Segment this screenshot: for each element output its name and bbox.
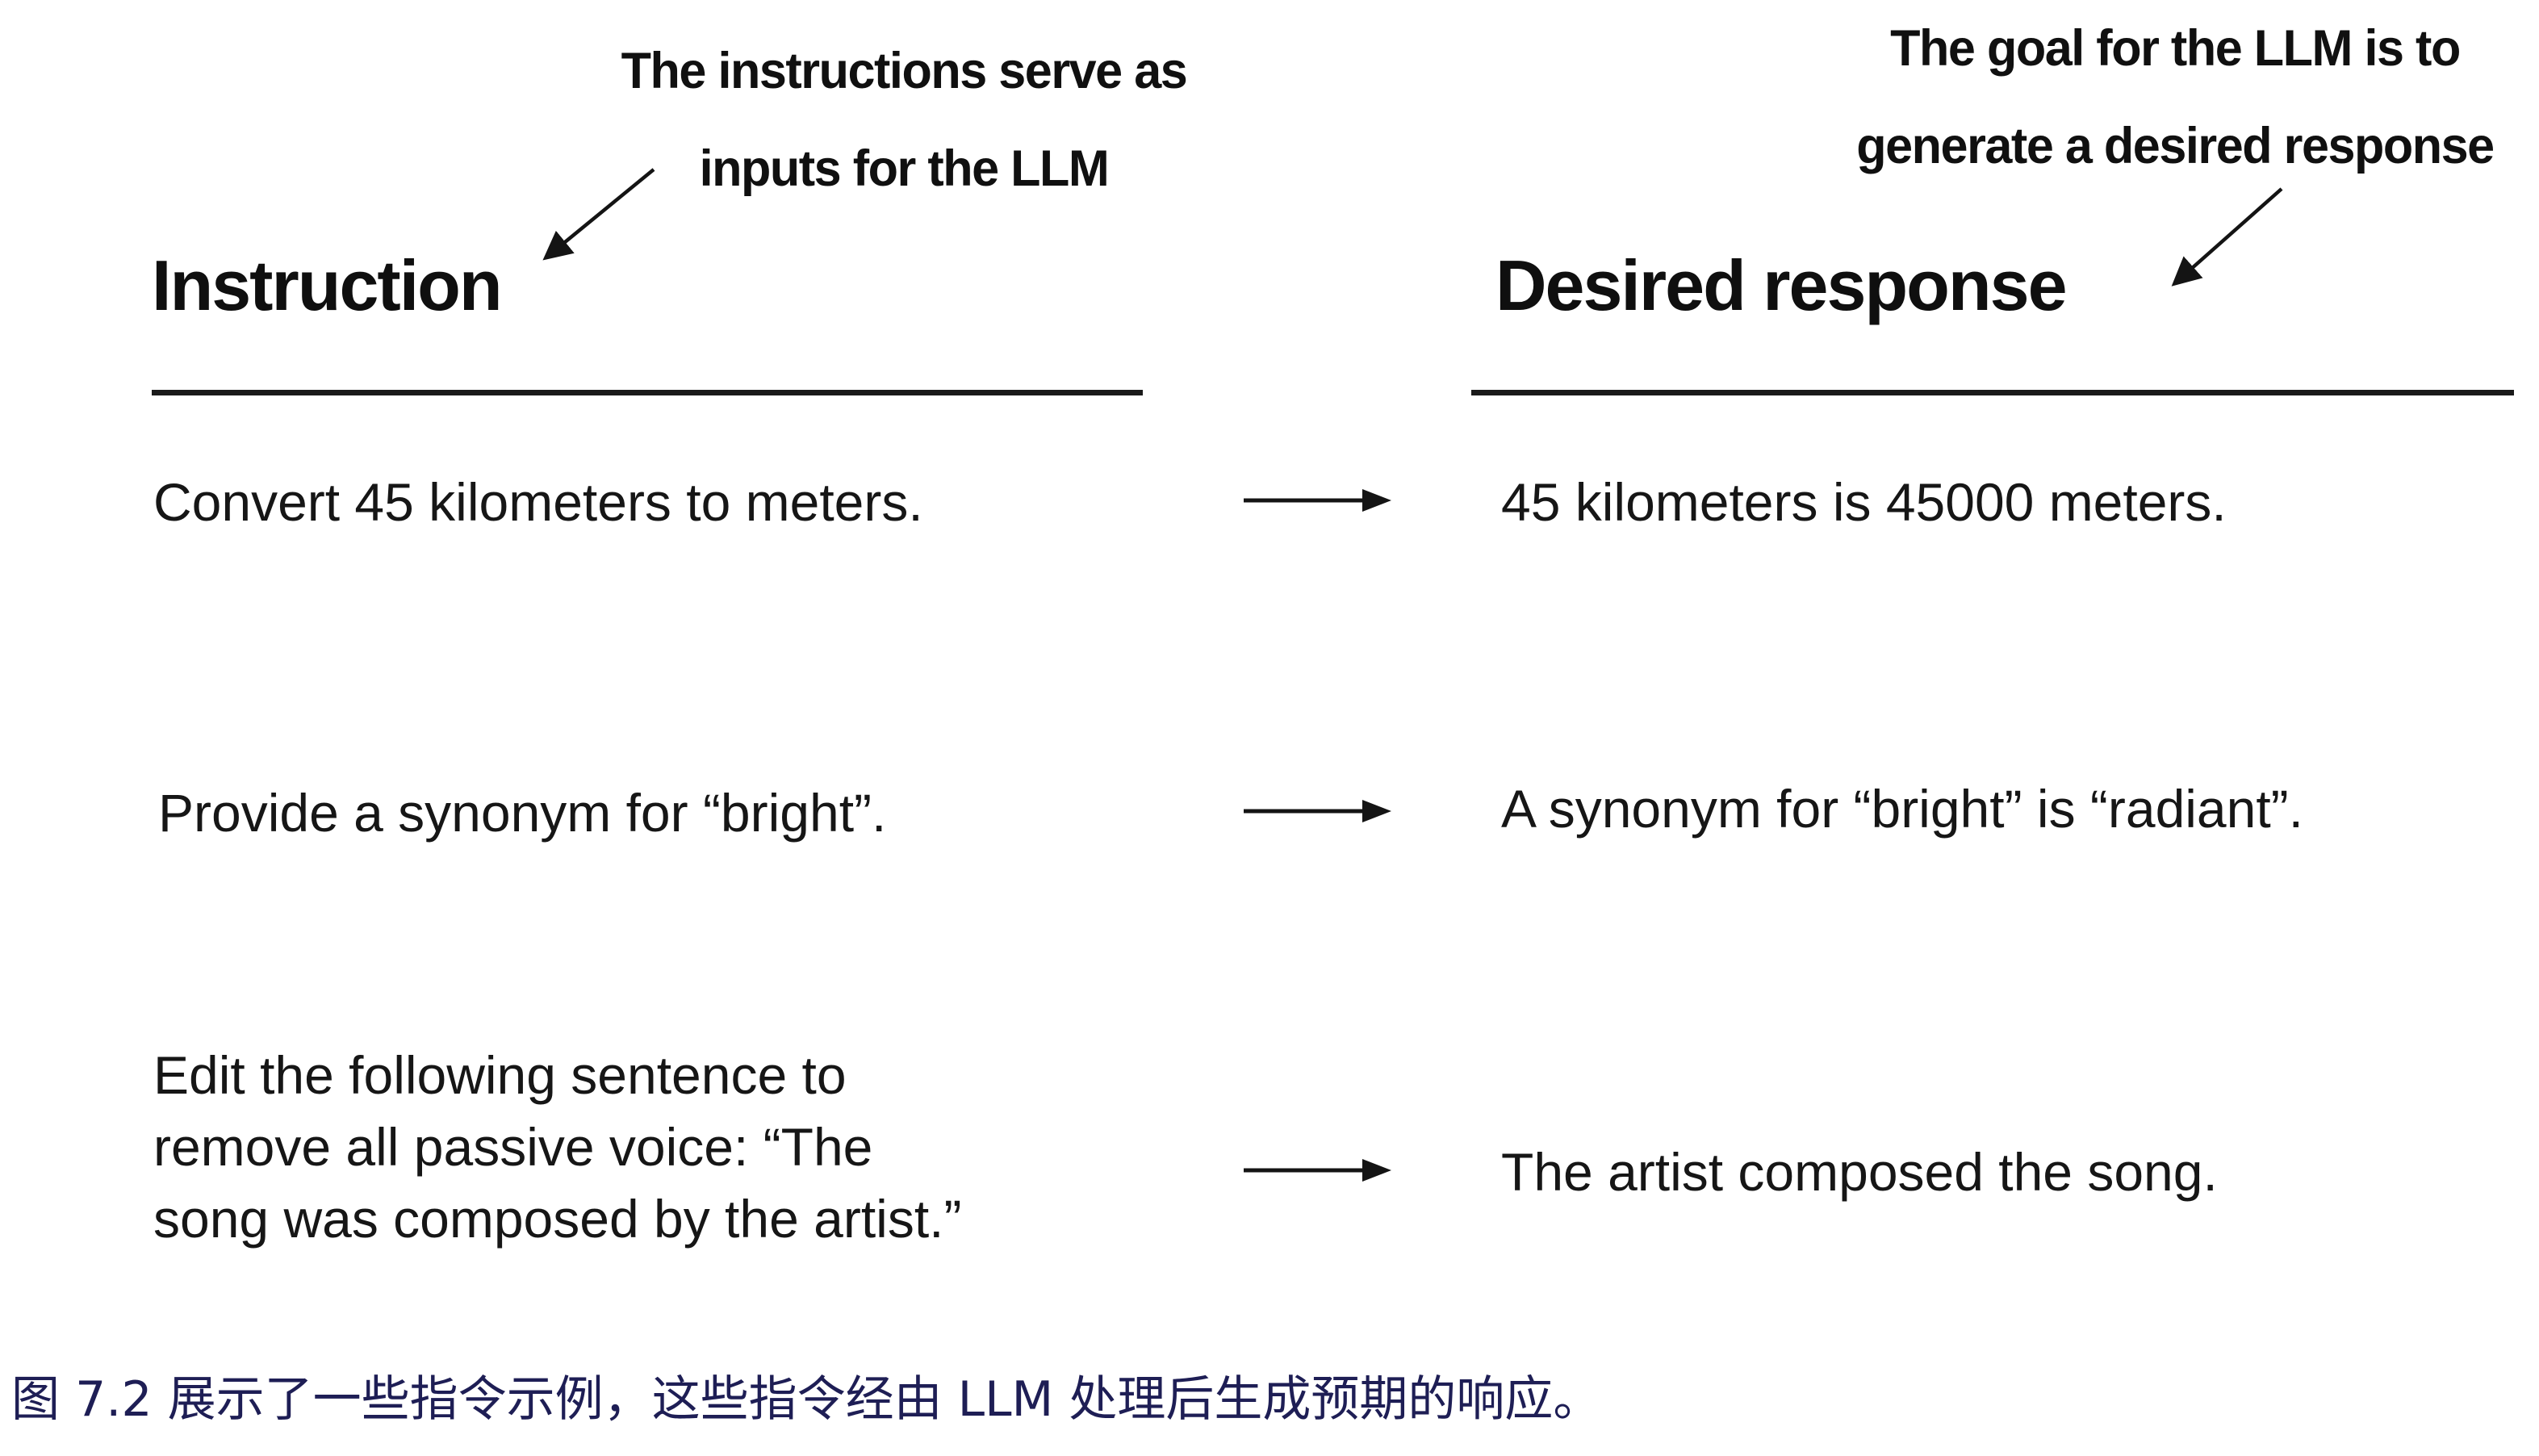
right-arrow-icon <box>1244 1159 1391 1182</box>
down-left-arrow-icon <box>542 168 655 261</box>
figure-caption: 图 7.2 展示了一些指令示例，这些指令经由 LLM 处理后生成预期的响应。 <box>11 1371 1602 1428</box>
header-rule-right <box>1471 390 2514 395</box>
annotation-instructions-line2: inputs for the LLM <box>699 140 1110 197</box>
instruction-cell-row2: Provide a synonym for “bright”. <box>158 783 887 843</box>
annotation-goal: The goal for the LLM is to generate a de… <box>1819 0 2532 195</box>
response-cell-row1: 45 kilometers is 45000 meters. <box>1501 472 2227 532</box>
down-left-arrow-icon <box>2171 187 2283 287</box>
column-header-desired-response: Desired response <box>1495 245 2068 325</box>
right-arrow-icon <box>1244 800 1391 822</box>
annotation-instructions: The instructions serve as inputs for the… <box>528 23 1279 218</box>
annotation-instructions-line1: The instructions serve as <box>621 43 1188 99</box>
annotation-goal-line1: The goal for the LLM is to <box>1890 20 2461 77</box>
column-header-instruction: Instruction <box>152 245 503 325</box>
annotation-goal-line2: generate a desired response <box>1856 118 2495 174</box>
instruction-cell-row3: Edit the following sentence to remove al… <box>153 1045 962 1249</box>
header-rule-left <box>152 390 1143 395</box>
right-arrow-icon <box>1244 489 1391 512</box>
response-cell-row2: A synonym for “bright” is “radiant”. <box>1501 779 2303 839</box>
response-cell-row3: The artist composed the song. <box>1501 1142 2218 1202</box>
instruction-cell-row1: Convert 45 kilometers to meters. <box>153 472 923 532</box>
